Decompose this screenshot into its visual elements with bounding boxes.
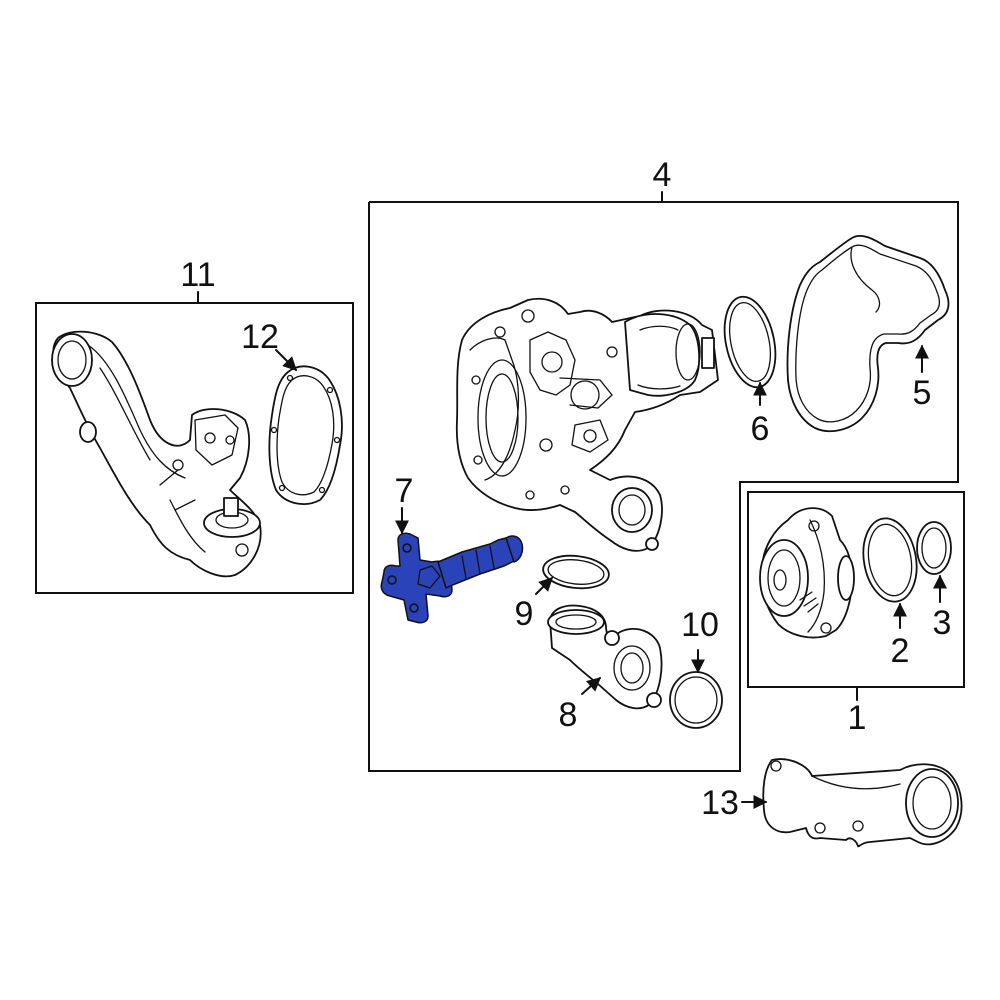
o-ring-6 — [723, 295, 777, 389]
arrow-12 — [275, 349, 297, 371]
callout-8: 8 — [559, 696, 578, 734]
callout-3: 3 — [933, 604, 952, 642]
gasket-5 — [786, 234, 950, 432]
callout-6: 6 — [751, 410, 770, 448]
o-ring-10 — [669, 671, 723, 729]
part7-hole-1 — [402, 543, 412, 553]
callout-2: 2 — [891, 632, 910, 670]
group-box-11 — [35, 302, 354, 594]
o-ring-3 — [916, 521, 952, 575]
part7-hole-2 — [387, 575, 397, 585]
callout-5: 5 — [913, 374, 932, 412]
part7-shaft — [437, 537, 521, 589]
callout-7: 7 — [395, 472, 414, 510]
callout-12: 12 — [241, 318, 279, 356]
callout-10: 10 — [681, 606, 719, 644]
coolant-pipe-13 — [762, 758, 963, 848]
part7-hole-3 — [409, 603, 419, 613]
arrow-9 — [535, 577, 553, 595]
arrow-8 — [581, 677, 602, 695]
gasket-12 — [268, 365, 343, 505]
callout-13: 13 — [701, 784, 739, 822]
part7-flange — [380, 532, 453, 624]
water-pump-housing — [455, 297, 719, 552]
water-pump-1 — [759, 507, 855, 639]
callout-1: 1 — [848, 699, 867, 737]
callout-4: 4 — [653, 156, 672, 194]
o-ring-9 — [542, 554, 610, 590]
coolant-pipe-housing — [51, 330, 262, 578]
callout-9: 9 — [515, 595, 534, 633]
o-ring-2 — [862, 517, 918, 603]
group-box-4 — [368, 201, 959, 772]
outlet-connector-8 — [547, 604, 663, 710]
callout-11: 11 — [180, 256, 215, 294]
highlighted-shaft-part-7 — [380, 532, 524, 624]
